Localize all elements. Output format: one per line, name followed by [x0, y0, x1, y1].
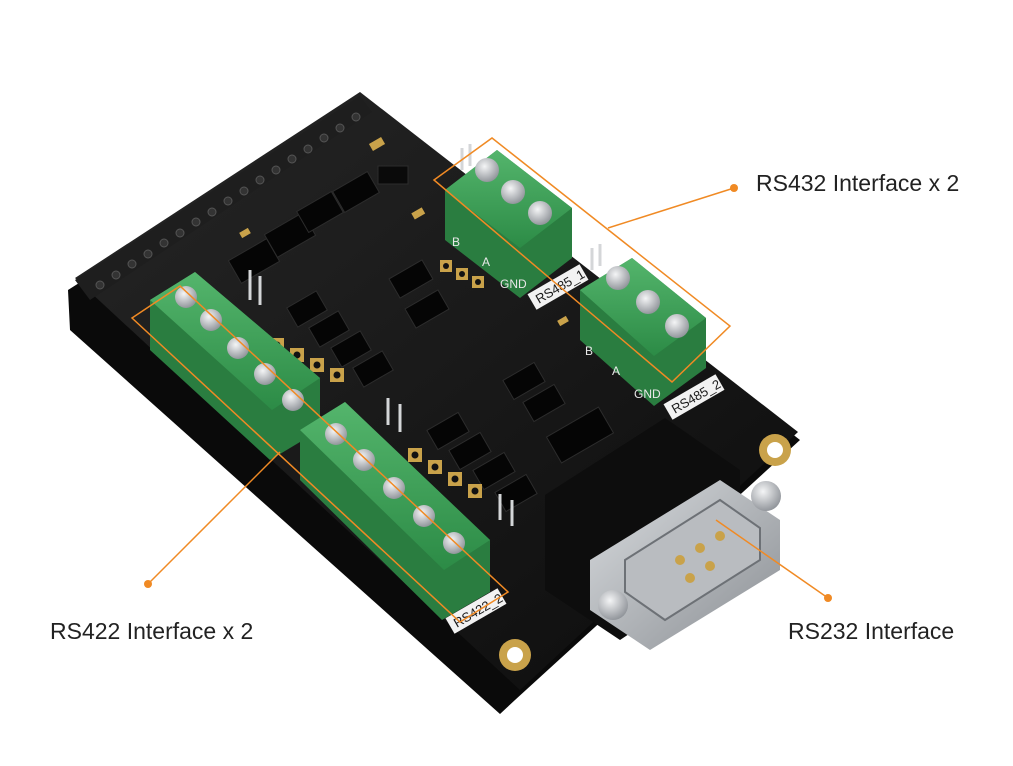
screw-icon [383, 477, 405, 499]
screw-icon [606, 266, 630, 290]
rs232-callout-dot [824, 594, 832, 602]
terminal-block-rs485-2 [580, 258, 706, 406]
ic-chips [227, 165, 615, 513]
silk-pin-gnd-2: GND [634, 387, 661, 401]
rs422-leader-line [147, 451, 281, 585]
silk-pin-b: B [452, 235, 460, 249]
rs432-callout-dot [730, 184, 738, 192]
rs422-callout-label: RS422 Interface x 2 [50, 618, 254, 644]
rs432-callout-label: RS432 Interface x 2 [756, 170, 960, 196]
silk-pin-a: A [482, 255, 490, 269]
silk-pin-a-2: A [612, 364, 620, 378]
screw-icon [175, 286, 197, 308]
standing-pins [248, 144, 602, 526]
screw-icon [227, 337, 249, 359]
screw-icon [528, 201, 552, 225]
silk-pin-b-2: B [585, 344, 593, 358]
silk-pin-gnd: GND [500, 277, 527, 291]
gpio-pin-header [75, 96, 372, 300]
terminal-block-rs422-1 [150, 272, 320, 460]
rs232-leader-line [715, 519, 829, 599]
screw-icon [325, 423, 347, 445]
hex-standoff-icon [598, 590, 628, 620]
hex-standoff-icon [751, 481, 781, 511]
db9-connector [545, 418, 781, 650]
screw-icon [282, 389, 304, 411]
rs432-leader-line [607, 187, 735, 229]
screw-icon [501, 180, 525, 204]
screw-icon [353, 449, 375, 471]
screw-icon [475, 158, 499, 182]
screw-icon [413, 505, 435, 527]
screw-icon [665, 314, 689, 338]
screw-icon [200, 309, 222, 331]
screw-icon [254, 363, 276, 385]
callout-graphics [130, 137, 829, 623]
rs432-highlight-box [432, 137, 732, 384]
rs232-callout-label: RS232 Interface [788, 618, 955, 644]
terminal-block-rs485-1 [445, 150, 572, 298]
rs422-highlight-box [130, 285, 510, 623]
rs422-callout-dot [144, 580, 152, 588]
screw-icon [636, 290, 660, 314]
